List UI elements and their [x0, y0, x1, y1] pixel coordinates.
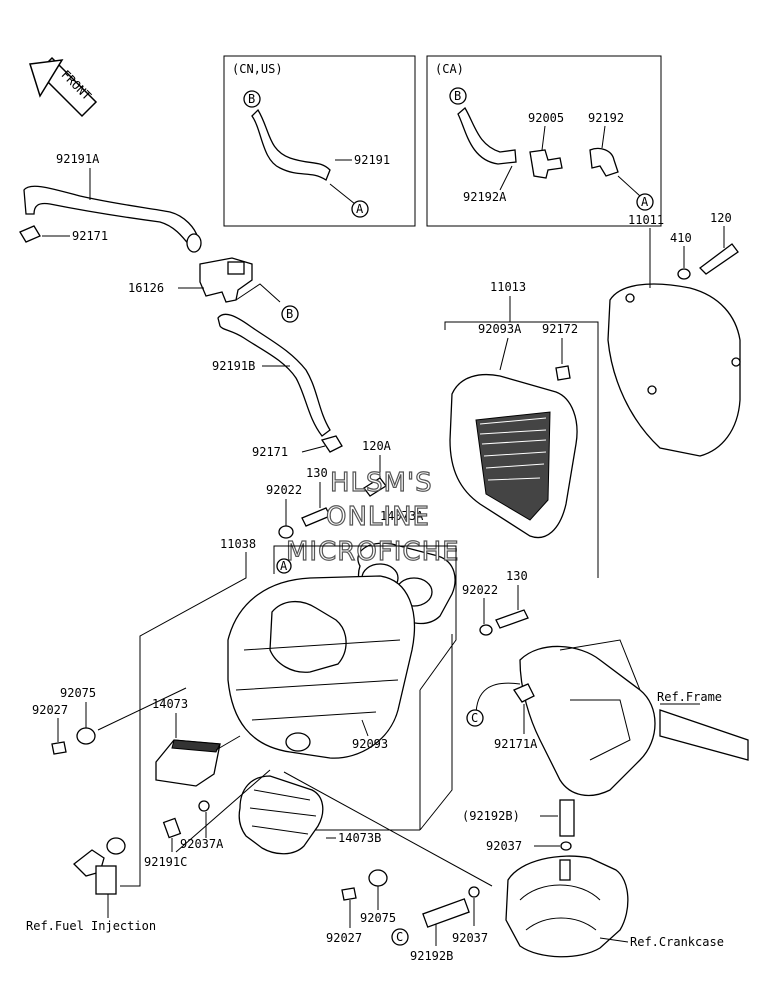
label-92192B-paren: (92192B) — [462, 809, 520, 823]
label-92037A: 92037A — [180, 837, 224, 851]
inset-ca: (CA) B 92005 92192 92192A A — [426, 55, 662, 227]
ref-fuel-injection: Ref.Fuel Injection — [26, 919, 156, 933]
label-92075-left: 92075 — [60, 686, 96, 700]
inset-cn-us: (CN,US) B 92191 A — [223, 55, 416, 227]
label-92171A: 92171A — [494, 737, 538, 751]
label-11011: 11011 — [628, 213, 664, 227]
valve-16126: 16126 B — [128, 257, 299, 323]
marker-a-inset2: A — [641, 195, 649, 209]
label-130-top: 130 — [306, 466, 328, 480]
part-92192-inset: 92192 — [588, 111, 624, 125]
element-11013: 11013 92093A 92172 — [444, 280, 599, 578]
cover-11011: 11011 410 120 — [607, 211, 741, 457]
label-92037-right: 92037 — [486, 839, 522, 853]
part-92005: 92005 — [528, 111, 564, 125]
label-92191C: 92191C — [144, 855, 187, 869]
front-arrow-icon: FRONT — [29, 56, 98, 118]
watermark: HLSM'S ONLINE MICROFICHE — [285, 467, 460, 567]
marker-b-inset1: B — [248, 92, 255, 106]
housing-11038: 11038 A 92093 — [120, 537, 457, 887]
ref-crankcase: Ref.Crankcase — [630, 935, 724, 949]
label-14073: 14073 — [152, 697, 188, 711]
marker-b-inset2: B — [454, 89, 461, 103]
grommets-bottom: 92075 92027 — [283, 771, 493, 945]
right-bracket-line — [419, 634, 453, 831]
label-92192B: 92192B — [410, 949, 453, 963]
label-16126: 16126 — [128, 281, 164, 295]
inset-cn-us-title: (CN,US) — [232, 62, 283, 76]
label-120A: 120A — [362, 439, 392, 453]
hose-92192B-bottom: C 92192B 92037 — [391, 886, 488, 963]
marker-c-bottom: C — [396, 930, 403, 944]
label-92172: 92172 — [542, 322, 578, 336]
duct-14073B: 14073B 92037A 92191C — [144, 769, 381, 869]
label-92191B: 92191B — [212, 359, 255, 373]
label-14073A: 14073A — [380, 509, 424, 523]
marker-b-main: B — [286, 307, 293, 321]
label-92027-bottom: 92027 — [326, 931, 362, 945]
marker-a-main: A — [280, 559, 288, 573]
ref-frame: Ref.Frame — [657, 690, 722, 704]
part-92192A: 92192A — [463, 190, 507, 204]
hose-92191B: 92191B 92171 — [212, 313, 343, 459]
label-92027-left: 92027 — [32, 703, 68, 717]
label-92171-top: 92171 — [72, 229, 108, 243]
grommets-left: 92075 92027 — [32, 686, 187, 755]
crankcase-assembly: Ref.Crankcase — [505, 855, 724, 958]
frame-assembly: Ref.Frame C 92171A (92192B) 92037 — [462, 639, 749, 853]
fuel-injection-part: Ref.Fuel Injection — [26, 837, 156, 933]
marker-c-right: C — [471, 711, 478, 725]
label-92093: 92093 — [352, 737, 388, 751]
inset-ca-title: (CA) — [435, 62, 464, 76]
part-92191-inset: 92191 — [354, 153, 390, 167]
label-130-right: 130 — [506, 569, 528, 583]
bolts-right: 130 92022 — [462, 569, 529, 636]
label-14073B: 14073B — [338, 831, 381, 845]
watermark-line-2: ONLINE — [326, 502, 430, 532]
label-92171-mid: 92171 — [252, 445, 288, 459]
marker-a-inset1: A — [356, 202, 364, 216]
label-11013: 11013 — [490, 280, 526, 294]
label-92022-left: 92022 — [266, 483, 302, 497]
label-92022-right: 92022 — [462, 583, 498, 597]
label-92093A: 92093A — [478, 322, 522, 336]
label-410: 410 — [670, 231, 692, 245]
watermark-line-1: HLSM'S — [330, 468, 433, 498]
hose-92191A: 92191A 92171 — [19, 152, 202, 253]
bolts-upper: 120A 130 92022 — [266, 439, 392, 539]
watermark-line-3: MICROFICHE — [286, 537, 460, 567]
label-120: 120 — [710, 211, 732, 225]
label-92037-bottom: 92037 — [452, 931, 488, 945]
label-92191A: 92191A — [56, 152, 100, 166]
label-92075-bottom: 92075 — [360, 911, 396, 925]
duct-14073: 14073 — [152, 697, 241, 787]
label-11038: 11038 — [220, 537, 256, 551]
